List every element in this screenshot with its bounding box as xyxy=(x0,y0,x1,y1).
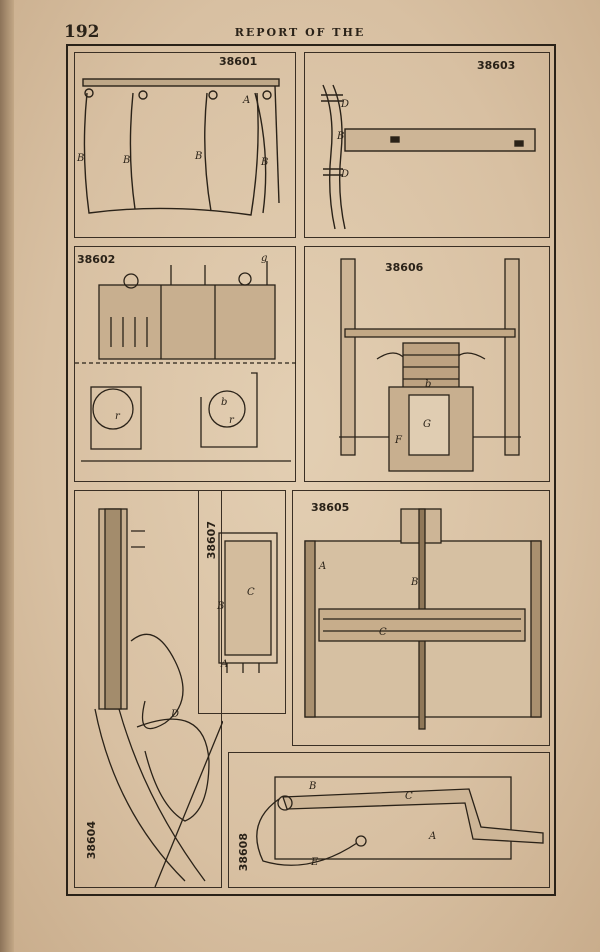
fig-letter: D xyxy=(340,169,349,180)
figure-panel-38608: 38608 B C A E xyxy=(228,752,550,888)
fig-letter: G xyxy=(423,419,431,430)
fig-letter: C xyxy=(405,791,413,802)
fig-letter: F xyxy=(394,435,403,446)
figure-panel-38605: 38605 A B C xyxy=(292,490,550,746)
fig-letter: r xyxy=(229,415,235,426)
figure-panel-38606: 38606 b G F xyxy=(304,246,550,482)
fig-letter: B xyxy=(308,781,316,792)
fig-letter: B xyxy=(76,153,84,164)
page-number: 192 xyxy=(64,22,100,42)
fig-letter: g xyxy=(261,253,267,264)
fig-letter: b xyxy=(425,379,431,390)
fig-letter: C xyxy=(379,627,387,638)
figure-drawing-38601: A B B B B xyxy=(76,78,280,216)
fig-letter: C xyxy=(247,587,255,598)
fig-letter: E xyxy=(310,857,319,868)
fig-letter: r xyxy=(115,411,121,422)
fig-letter: A xyxy=(220,659,228,670)
fig-letter: B xyxy=(122,155,130,166)
fig-letter: A xyxy=(318,561,326,572)
figure-panel-38602: 38602 g b r r xyxy=(74,246,297,482)
plate-frame xyxy=(66,44,556,896)
fig-letter: A xyxy=(428,831,436,842)
figure-drawing-38608: B C A E xyxy=(256,776,544,868)
figure-panel-38601: 38601 A B B B B xyxy=(74,52,296,238)
fig-letter: D xyxy=(170,709,179,720)
figure-drawing-38607: C B A xyxy=(216,532,278,673)
fig-letter: B xyxy=(260,157,268,168)
figure-drawing-38603: D B D xyxy=(321,84,536,230)
figure-panel-38607: 38607 C B A xyxy=(198,490,286,714)
figure-drawing-38604: D xyxy=(94,508,223,888)
book-spine-edge xyxy=(0,0,14,952)
figure-drawing-38602: g b r r xyxy=(75,253,297,462)
fig-letter: B xyxy=(216,601,224,612)
figure-number-38601: 38601 xyxy=(219,55,258,68)
figure-number-38606: 38606 xyxy=(385,261,424,274)
figure-number-38603: 38603 xyxy=(477,59,516,72)
fig-letter: B xyxy=(194,151,202,162)
figure-panel-38604: 38604 D xyxy=(74,490,223,888)
figure-drawing-38606: b G F xyxy=(339,258,521,472)
figure-number-38602: 38602 xyxy=(77,253,116,266)
running-title: REPORT OF THE xyxy=(234,26,366,39)
figure-panel-38603: 38603 D B D xyxy=(304,52,550,238)
fig-letter: b xyxy=(221,397,227,408)
figure-number-38605: 38605 xyxy=(311,501,350,514)
fig-letter: D xyxy=(340,99,349,110)
fig-letter: B xyxy=(336,131,344,142)
fig-letter: A xyxy=(242,95,250,106)
figure-drawing-38605: A B C xyxy=(304,508,542,730)
fig-letter: B xyxy=(410,577,418,588)
